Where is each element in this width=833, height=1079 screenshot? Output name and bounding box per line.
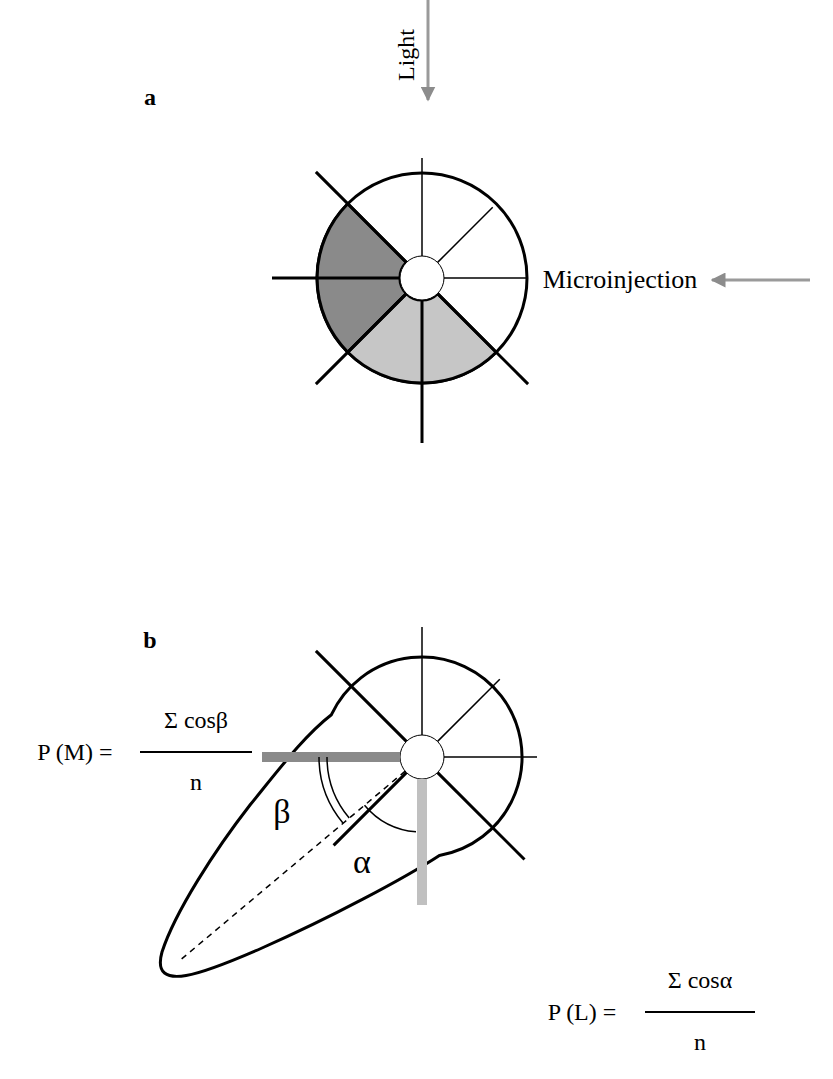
injection-arrow — [712, 279, 810, 282]
light-label: Light — [394, 29, 418, 81]
angle-label: β — [273, 795, 290, 829]
fraction-bar — [140, 751, 252, 753]
formula-denominator: n — [694, 1030, 706, 1054]
injection-label: Microinjection — [543, 267, 698, 293]
center-circle — [400, 735, 444, 779]
formula-denominator: n — [190, 770, 202, 794]
center-circle — [400, 256, 444, 300]
angle-label: α — [353, 845, 371, 879]
light-arrow — [427, 0, 430, 100]
formula-numerator: Σ cosβ — [164, 708, 228, 732]
beta-arc — [327, 757, 349, 818]
alpha-arc — [365, 805, 417, 832]
m-vector-bar — [262, 752, 400, 762]
formula-numerator: Σ cosα — [668, 968, 733, 992]
beta-arc — [319, 757, 343, 823]
panel-letter: b — [143, 628, 156, 652]
panel-letter: a — [144, 85, 156, 109]
sector-rays — [272, 158, 528, 443]
cell-axis — [178, 771, 405, 962]
formula-term: P (L) = — [548, 1000, 617, 1024]
formula-term: P (M) = — [37, 740, 112, 764]
fraction-bar — [645, 1011, 755, 1013]
l-vector-bar — [417, 779, 427, 905]
cell-outline — [160, 657, 522, 976]
